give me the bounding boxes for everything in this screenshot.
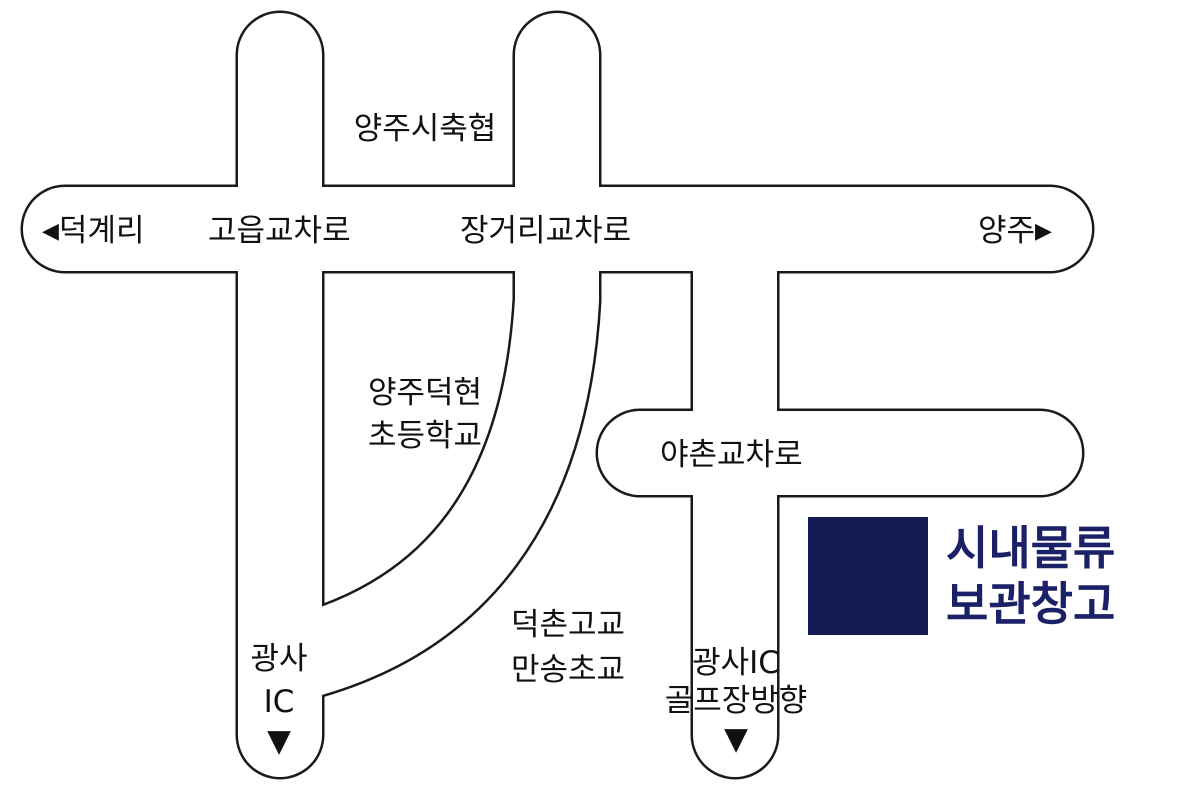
arrow-left-icon: ◀ [42,219,59,244]
label-mansong-elementary: 만송초교 [510,652,626,688]
arrow-down-left-icon: ▼ [267,723,291,759]
label-yangju-text: 양주 [978,213,1036,249]
label-deokhyeon-school-line1: 양주덕현 [367,375,483,411]
label-gwangsa-ic-right-line2: 골프장방향 [664,683,808,719]
label-gwangsa-ic-left-line2: IC [263,684,295,720]
label-yangju-livestock-coop: 양주시축협 [353,111,497,147]
warehouse-location-marker [808,517,928,635]
label-deokchon-high-school: 덕촌고교 [510,607,626,643]
legend-warehouse-line1: 시내물류 [946,521,1116,575]
arrow-down-right-icon: ▼ [724,721,748,757]
label-janggeori-intersection: 장거리교차로 [460,213,632,249]
label-gwangsa-ic-right-line1: 광사IC [692,645,780,681]
label-yachon-intersection: 야촌교차로 [660,437,803,473]
label-gwangsa-ic-left-line1: 광사 [250,641,308,677]
arrow-right-icon: ▶ [1035,219,1052,244]
legend-warehouse-line2: 보관창고 [946,577,1116,631]
label-east-yangju: 양주▶ [978,212,1052,251]
label-goeup-intersection: 고읍교차로 [208,213,351,249]
label-west-deokgye-ri: ◀덕계리 [42,212,144,251]
label-deokhyeon-school-line2: 초등학교 [367,418,483,454]
label-deokgye-ri-text: 덕계리 [58,213,145,249]
